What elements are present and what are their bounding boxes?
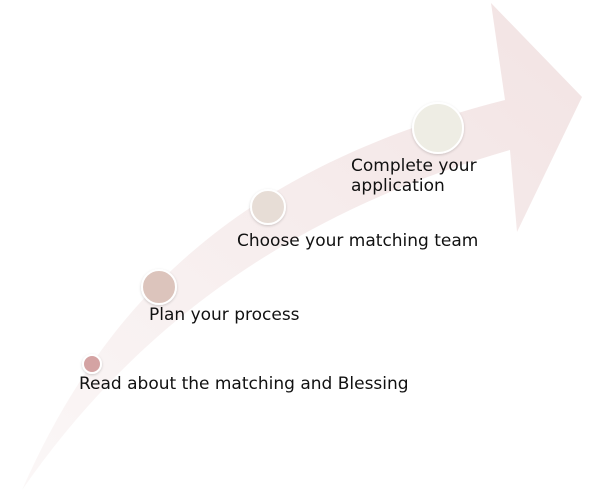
step-dot-3	[250, 189, 286, 225]
step-label-complete-application: Complete your application	[351, 156, 477, 196]
step-dot-1	[82, 354, 102, 374]
step-label-read-about: Read about the matching and Blessing	[79, 374, 409, 394]
step-label-choose-team: Choose your matching team	[237, 231, 479, 251]
step-label-plan-process: Plan your process	[149, 305, 300, 325]
step-dot-2	[141, 269, 177, 305]
step-dot-4	[412, 102, 464, 154]
